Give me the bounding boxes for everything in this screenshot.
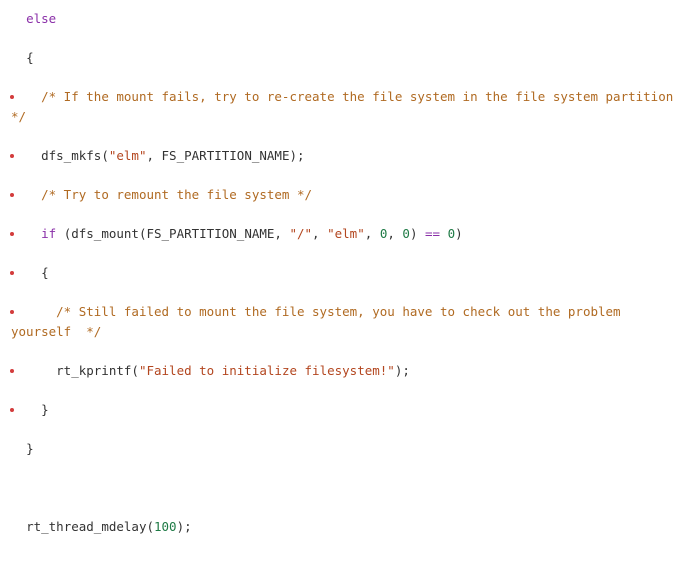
bullet-icon <box>10 369 14 373</box>
bullet-icon <box>10 408 14 412</box>
code-text: { <box>11 48 34 68</box>
code-text: dfs_mkfs("elm", FS_PARTITION_NAME); <box>11 146 305 166</box>
code-indent <box>11 402 41 417</box>
code-token: "/" <box>289 226 313 241</box>
code-token: "elm" <box>327 226 365 241</box>
code-text: /* If the mount fails, try to re-create … <box>11 87 673 126</box>
bullet-icon <box>10 95 14 99</box>
bullet-icon <box>10 271 14 275</box>
code-token: { <box>26 50 34 65</box>
code-text: } <box>11 439 34 459</box>
code-token: == <box>425 226 441 241</box>
code-indent <box>11 265 41 280</box>
code-token: , <box>364 226 380 241</box>
code-text: { <box>11 263 49 283</box>
code-token: */ <box>11 108 27 124</box>
bullet-icon <box>10 310 14 314</box>
code-token: ) <box>409 226 425 241</box>
bullet-icon <box>10 154 14 158</box>
code-token: ); <box>394 363 410 378</box>
code-token: /* Try to remount the file system */ <box>41 187 313 202</box>
code-token: 100 <box>154 519 177 534</box>
code-text: if (dfs_mount(FS_PARTITION_NAME, "/", "e… <box>11 224 463 244</box>
code-text: rt_kprintf("Failed to initialize filesys… <box>11 361 410 381</box>
code-token: 0 <box>447 226 456 241</box>
code-token: rt_kprintf( <box>56 363 139 378</box>
code-indent <box>11 148 41 163</box>
code-token: } <box>41 402 49 417</box>
code-text: /* Try to remount the file system */ <box>11 185 312 205</box>
code-indent <box>11 89 41 104</box>
code-token: , <box>312 226 328 241</box>
code-indent <box>11 441 26 456</box>
code-text: } <box>11 400 49 420</box>
code-token: (dfs_mount(FS_PARTITION_NAME, <box>56 226 290 241</box>
code-indent <box>11 363 56 378</box>
code-token: rt_thread_mdelay( <box>26 519 154 534</box>
code-token: ); <box>176 519 192 534</box>
code-token: yourself */ <box>11 323 102 339</box>
code-token <box>440 226 448 241</box>
bullet-icon <box>10 232 14 236</box>
code-indent <box>11 11 26 26</box>
code-token: /* If the mount fails, try to re-create … <box>41 89 674 104</box>
code-token: dfs_mkfs( <box>41 148 109 163</box>
code-text: /* Still failed to mount the file system… <box>11 302 621 341</box>
code-text: else <box>11 9 56 29</box>
code-text: rt_thread_mdelay(100); <box>11 517 192 537</box>
code-token: "Failed to initialize filesystem!" <box>138 363 395 378</box>
code-indent <box>11 519 26 534</box>
code-indent <box>11 304 56 319</box>
code-token: } <box>26 441 34 456</box>
code-token: , <box>387 226 403 241</box>
code-token: 0 <box>379 226 388 241</box>
code-token: ) <box>455 226 463 241</box>
code-token: if <box>41 226 57 241</box>
code-indent <box>11 226 41 241</box>
code-token: { <box>41 265 49 280</box>
bullet-icon <box>10 193 14 197</box>
code-token: 0 <box>402 226 410 241</box>
code-token: /* Still failed to mount the file system… <box>56 304 621 319</box>
code-token: "elm" <box>108 148 147 163</box>
code-indent <box>11 187 41 202</box>
code-token: else <box>26 11 57 26</box>
code-indent <box>11 50 26 65</box>
code-token: , FS_PARTITION_NAME); <box>146 148 305 163</box>
